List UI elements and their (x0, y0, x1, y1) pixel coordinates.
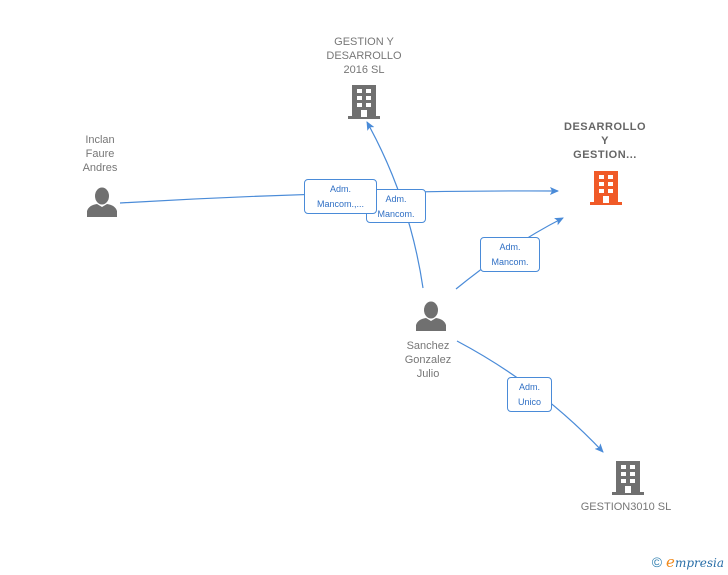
building-icon[interactable] (590, 171, 622, 205)
building-icon[interactable] (348, 85, 380, 119)
company-label: GESTION3010 SL (580, 501, 672, 513)
edge-label-line2: Mancom. (377, 209, 415, 219)
person-label: Sanchez Gonzalez Julio (404, 340, 452, 380)
edge-label-line1: Adm. (385, 194, 407, 204)
empresia-logo[interactable]: empresia (666, 553, 724, 571)
edge-label-line1: Adm. (499, 242, 521, 252)
company-label: GESTION Y DESARROLLO 2016 SL (326, 36, 402, 76)
person-label: Inclan Faure Andres (82, 134, 118, 174)
edge-label-line1: Adm. (518, 382, 540, 392)
person-icon[interactable] (416, 301, 446, 331)
node-gestion3010[interactable]: GESTION3010 SL (566, 500, 686, 514)
brand-rest: mpresia (674, 556, 724, 570)
node-gestion-y-desarrollo-2016[interactable]: GESTION Y DESARROLLO 2016 SL (304, 35, 424, 77)
copyright-icon: © (651, 554, 663, 570)
company-label: DESARROLLO Y GESTION... (564, 121, 646, 161)
footer-brand: © empresia (652, 553, 724, 571)
edge-label-line2: Unico (517, 397, 541, 407)
edge-label-sanchez-desarrollo[interactable]: Adm. Mancom. (480, 237, 540, 272)
node-desarrollo-y-gestion[interactable]: DESARROLLO Y GESTION... (545, 120, 665, 162)
edge-label-inclan-desarrollo[interactable]: Adm. Mancom.,... (304, 179, 377, 214)
person-icon[interactable] (87, 187, 117, 217)
node-inclan-faure-andres[interactable]: Inclan Faure Andres (60, 133, 140, 175)
edge-label-line2: Mancom. (491, 257, 529, 267)
building-icon[interactable] (612, 461, 644, 495)
edge-label-line1: Adm. (329, 184, 351, 194)
edge-label-sanchez-gestion3010[interactable]: Adm. Unico (507, 377, 552, 412)
edge-label-line2: Mancom.,... (316, 199, 364, 209)
node-sanchez-gonzalez-julio[interactable]: Sanchez Gonzalez Julio (388, 339, 468, 381)
brand-initial: e (666, 553, 675, 571)
